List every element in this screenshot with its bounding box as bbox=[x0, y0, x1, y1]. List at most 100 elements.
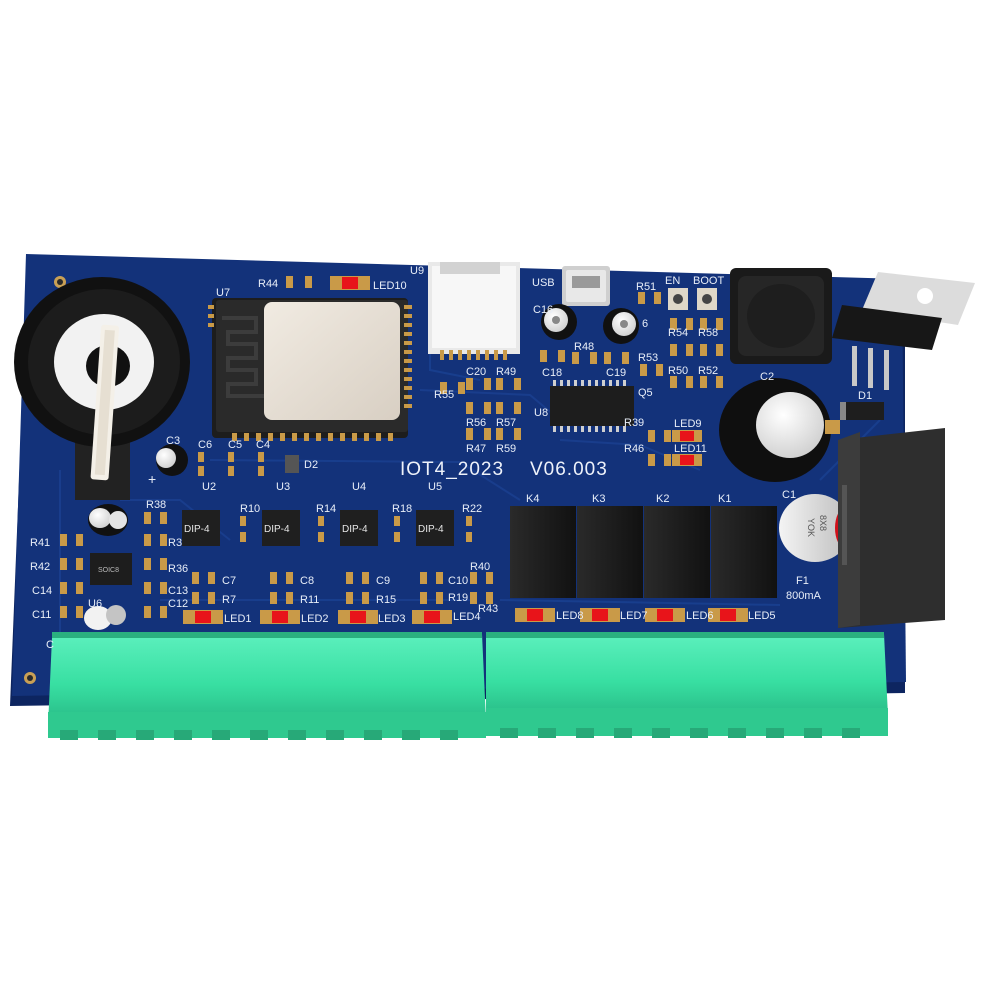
fuse-block bbox=[838, 428, 945, 628]
sd-card-slot-u9 bbox=[428, 262, 520, 360]
label-led4: LED4 bbox=[453, 611, 481, 623]
label-c20: C20 bbox=[466, 366, 486, 378]
optocoupler-u3: DIP-4 bbox=[262, 510, 300, 546]
label-r19: R19 bbox=[448, 592, 468, 604]
label-led6: LED6 bbox=[686, 610, 714, 622]
label-c12: C12 bbox=[168, 598, 188, 610]
label-c16: C16 bbox=[533, 304, 553, 316]
diode-d2 bbox=[285, 455, 299, 473]
led5 bbox=[708, 608, 748, 622]
label-c3: C3 bbox=[166, 435, 180, 447]
u6-marking: SOIC8 bbox=[98, 567, 119, 574]
label-r41: R41 bbox=[30, 537, 50, 549]
electrolytic-capacitor-c15 bbox=[88, 504, 128, 536]
smd-components bbox=[60, 276, 723, 618]
optocoupler-u2: DIP-4 bbox=[182, 510, 220, 546]
label-r40: R40 bbox=[470, 561, 490, 573]
label-r10: R10 bbox=[240, 503, 260, 515]
label-r48: R48 bbox=[574, 341, 594, 353]
label-c1: C1 bbox=[782, 489, 796, 501]
label-r11: R11 bbox=[300, 594, 319, 606]
ic-u8 bbox=[550, 380, 634, 432]
led4 bbox=[412, 610, 452, 624]
label-r58: R58 bbox=[698, 327, 718, 339]
label-usb: USB bbox=[532, 277, 555, 289]
label-led2: LED2 bbox=[301, 613, 329, 625]
relay-k1 bbox=[711, 506, 777, 598]
label-r3: R3 bbox=[168, 537, 182, 549]
esp-module-u7 bbox=[208, 298, 412, 441]
led7 bbox=[580, 608, 620, 622]
label-c5: C5 bbox=[228, 439, 242, 451]
led2 bbox=[260, 610, 300, 624]
rf-shield bbox=[264, 302, 400, 420]
label-led5: LED5 bbox=[748, 610, 776, 622]
label-r50: R50 bbox=[668, 365, 688, 377]
label-u4: U4 bbox=[352, 481, 366, 493]
label-k2: K2 bbox=[656, 493, 669, 505]
label-r15: R15 bbox=[376, 594, 396, 606]
label-r7: R7 bbox=[222, 594, 236, 606]
led9 bbox=[672, 430, 702, 442]
silkscreen-labels: R44 LED10 U7 U9 USB EN BOOT R51 C16 6 R5… bbox=[30, 265, 872, 651]
label-r59: R59 bbox=[496, 443, 516, 455]
label-k1: K1 bbox=[718, 493, 731, 505]
label-r36: R36 bbox=[168, 563, 188, 575]
label-plus: + bbox=[148, 471, 156, 487]
label-r42: R42 bbox=[30, 561, 50, 573]
relay-k4 bbox=[510, 506, 576, 598]
label-r57: R57 bbox=[496, 417, 516, 429]
label-fuse-rating: 800mA bbox=[786, 590, 822, 602]
ic-u6: SOIC8 bbox=[90, 553, 132, 585]
power-inductor bbox=[730, 268, 832, 364]
label-c10: C10 bbox=[448, 575, 468, 587]
optocoupler-u4: DIP-4 bbox=[340, 510, 378, 546]
label-f1: F1 bbox=[796, 575, 809, 587]
relay-k2 bbox=[644, 506, 710, 598]
led-indicators bbox=[183, 276, 748, 624]
en-button bbox=[668, 288, 688, 310]
u4-marking: DIP-4 bbox=[342, 524, 368, 535]
label-r53: R53 bbox=[638, 352, 658, 364]
label-c11: C11 bbox=[32, 609, 51, 621]
boot-button bbox=[697, 288, 717, 310]
label-r14: R14 bbox=[316, 503, 336, 515]
led3 bbox=[338, 610, 378, 624]
label-c6b: 6 bbox=[642, 318, 648, 330]
label-c9: C9 bbox=[376, 575, 390, 587]
c1-marking-b: 8X8 bbox=[818, 515, 828, 531]
capacitor-c2 bbox=[719, 378, 840, 482]
led8 bbox=[515, 608, 555, 622]
label-r51: R51 bbox=[636, 281, 656, 293]
label-u3: U3 bbox=[276, 481, 290, 493]
diode-d1 bbox=[840, 402, 884, 420]
terminal-block-left bbox=[48, 632, 486, 740]
u2-marking: DIP-4 bbox=[184, 524, 210, 535]
buzzer bbox=[14, 277, 190, 500]
label-u9: U9 bbox=[410, 265, 424, 277]
electrolytic-capacitor bbox=[541, 304, 577, 340]
voltage-regulator bbox=[832, 272, 975, 390]
label-k3: K3 bbox=[592, 493, 605, 505]
label-c13: C13 bbox=[168, 585, 188, 597]
label-led3: LED3 bbox=[378, 613, 406, 625]
electrolytic-capacitor bbox=[603, 308, 639, 344]
board-title: IOT4_2023 bbox=[400, 459, 504, 480]
board-version: V06.003 bbox=[530, 459, 608, 480]
label-r46: R46 bbox=[624, 443, 644, 455]
label-r52: R52 bbox=[698, 365, 718, 377]
terminal-block-right bbox=[486, 632, 888, 738]
label-u8: U8 bbox=[534, 407, 548, 419]
label-led9: LED9 bbox=[674, 418, 702, 430]
label-r38: R38 bbox=[146, 499, 166, 511]
label-r18: R18 bbox=[392, 503, 412, 515]
u3-marking: DIP-4 bbox=[264, 524, 290, 535]
label-r43: R43 bbox=[478, 603, 498, 615]
label-u6: U6 bbox=[88, 598, 102, 610]
label-led10: LED10 bbox=[373, 280, 407, 292]
label-c14: C14 bbox=[32, 585, 52, 597]
label-led11: LED11 bbox=[674, 443, 707, 455]
label-c7: C7 bbox=[222, 575, 236, 587]
label-c18: C18 bbox=[542, 367, 562, 379]
label-d2: D2 bbox=[304, 459, 318, 471]
